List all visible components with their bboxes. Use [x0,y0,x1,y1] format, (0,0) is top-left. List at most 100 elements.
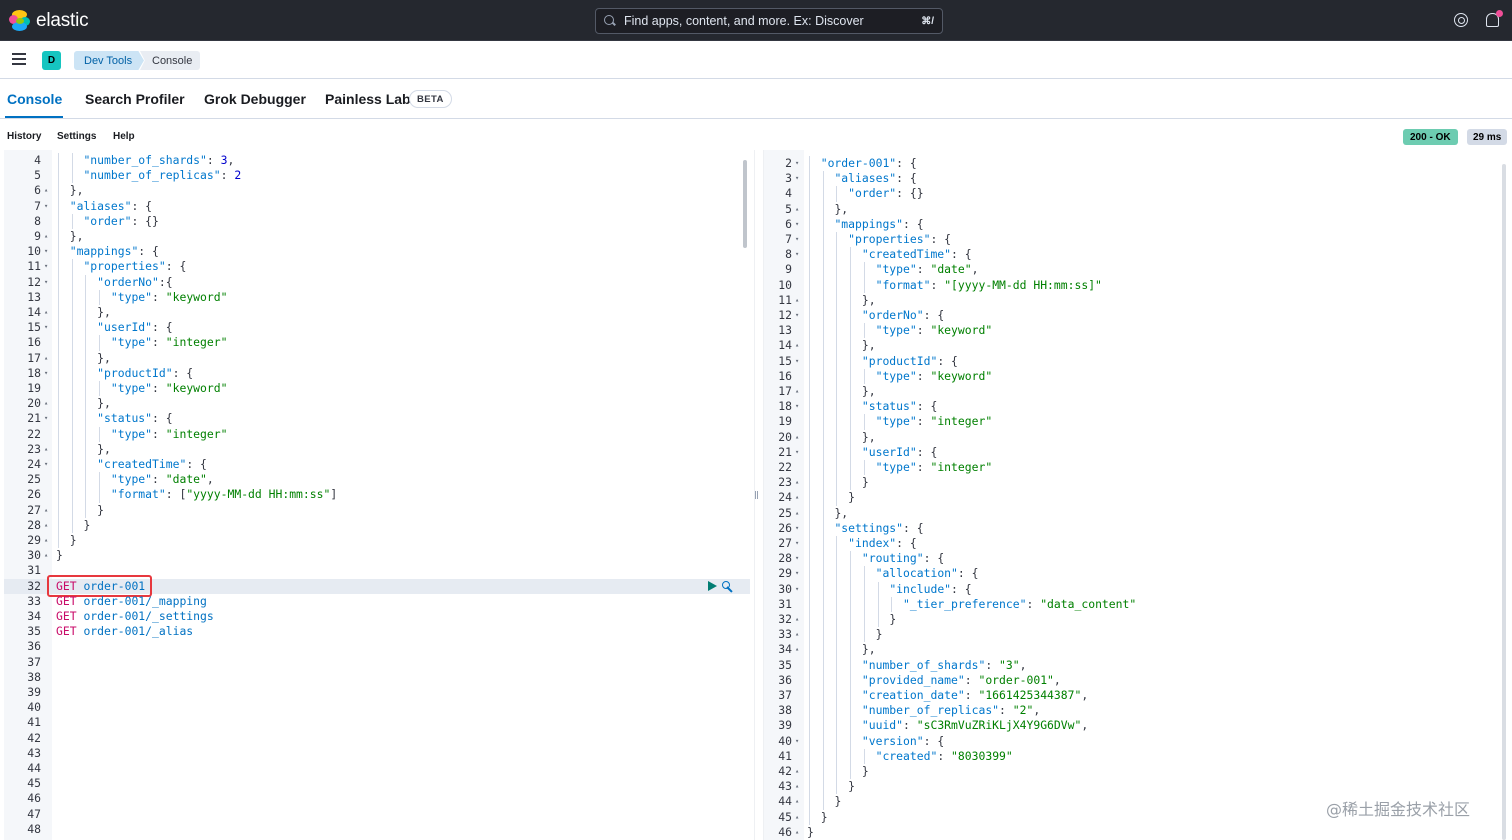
code-line[interactable]: 44 [4,761,754,776]
fold-open-icon[interactable]: ▾ [795,356,800,365]
code-line[interactable]: 22"type": "integer" [4,426,754,442]
code-line[interactable]: 17▴}, [4,350,754,366]
fold-close-icon[interactable]: ▴ [44,353,49,362]
fold-close-icon[interactable]: ▴ [44,444,49,453]
code-line[interactable]: 24▾"createdTime": { [4,457,754,473]
fold-open-icon[interactable]: ▾ [795,235,800,243]
code-line[interactable]: 5▴}, [764,201,1512,217]
code-line[interactable]: 41"created": "8030399" [764,748,1512,764]
fold-open-icon[interactable]: ▾ [44,247,49,256]
code-line[interactable]: 36 [4,639,754,654]
code-line[interactable]: 6▴}, [4,183,754,199]
code-line[interactable]: 38"number_of_replicas": "2", [764,703,1512,719]
fold-open-icon[interactable]: ▾ [795,447,800,456]
code-line[interactable]: 18▾"productId": { [4,365,754,381]
fold-open-icon[interactable]: ▾ [795,569,800,578]
fold-open-icon[interactable]: ▾ [795,174,800,183]
tab-console[interactable]: Console [7,91,63,107]
fold-close-icon[interactable]: ▴ [44,399,49,408]
code-line[interactable]: 37 [4,655,754,670]
fold-close-icon[interactable]: ▴ [795,432,800,441]
code-line[interactable]: 19"type": "keyword" [4,381,754,397]
code-line[interactable]: 34▴}, [764,642,1512,658]
code-line[interactable]: 8"order": {} [4,213,754,229]
fold-close-icon[interactable]: ▴ [795,645,800,654]
elastic-logo[interactable]: elastic [9,10,89,32]
fold-close-icon[interactable]: ▴ [44,308,49,316]
fold-close-icon[interactable]: ▴ [44,551,49,560]
fold-close-icon[interactable]: ▴ [795,782,800,791]
code-line[interactable]: 40▾"version": { [764,733,1512,749]
code-line[interactable]: 16"type": "integer" [4,335,754,351]
fold-close-icon[interactable]: ▴ [795,493,800,502]
code-line[interactable]: 42 [4,731,754,746]
fold-close-icon[interactable]: ▴ [44,186,49,195]
fold-open-icon[interactable]: ▾ [795,250,800,259]
fold-open-icon[interactable]: ▾ [795,402,800,411]
code-line[interactable]: 30▾"include": { [764,581,1512,597]
fold-close-icon[interactable]: ▴ [795,204,800,213]
code-line[interactable]: 30▴} [4,548,754,563]
code-line[interactable]: 27▴} [4,502,754,518]
code-line[interactable]: 31 [4,563,754,578]
code-line[interactable]: 45▴} [764,809,1512,825]
code-line[interactable]: 35"number_of_shards": "3", [764,657,1512,673]
code-line[interactable]: 21▾"status": { [4,411,754,427]
code-line[interactable]: 19"type": "integer" [764,414,1512,430]
code-line[interactable]: 9"type": "date", [764,262,1512,278]
panel-resizer[interactable] [754,150,764,840]
code-line[interactable]: 37"creation_date": "1661425344387", [764,688,1512,704]
fold-open-icon[interactable]: ▾ [44,323,49,332]
fold-open-icon[interactable]: ▾ [795,311,800,319]
code-line[interactable]: 43▴} [764,779,1512,795]
fold-close-icon[interactable]: ▴ [795,508,800,517]
code-line[interactable]: 46▴} [764,825,1512,840]
fold-open-icon[interactable]: ▾ [795,219,800,228]
fold-open-icon[interactable]: ▾ [44,201,49,210]
code-line[interactable]: 42▴} [764,764,1512,780]
fold-open-icon[interactable]: ▾ [795,584,800,593]
fold-close-icon[interactable]: ▴ [795,767,800,775]
tab-search-profiler[interactable]: Search Profiler [85,91,185,107]
fold-open-icon[interactable]: ▾ [795,539,800,547]
code-line[interactable]: 20▴}, [764,429,1512,445]
fold-close-icon[interactable]: ▴ [795,615,800,623]
code-line[interactable]: 41 [4,715,754,730]
code-line[interactable]: 11▴}, [764,292,1512,308]
help-icon[interactable] [1454,13,1468,27]
code-line[interactable]: 12▾"orderNo": { [764,308,1512,324]
fold-open-icon[interactable]: ▾ [795,159,800,167]
fold-close-icon[interactable]: ▴ [795,341,800,350]
code-line[interactable]: 10"format": "[yyyy-MM-dd HH:mm:ss]" [764,277,1512,293]
code-line[interactable]: 47 [4,807,754,822]
fold-open-icon[interactable]: ▾ [44,460,49,468]
settings-button[interactable]: Settings [57,131,97,142]
global-search[interactable]: ⌘/ [595,8,943,34]
code-line[interactable]: 4"number_of_shards": 3, [4,153,754,169]
code-line[interactable]: 32▴} [764,612,1512,628]
fold-close-icon[interactable]: ▴ [795,295,800,304]
code-line[interactable]: 25▴}, [764,505,1512,521]
request-editor-scrollbar[interactable] [743,160,747,248]
fold-close-icon[interactable]: ▴ [795,797,800,806]
code-line[interactable]: 7▾"properties": { [764,232,1512,248]
code-line[interactable]: 13"type": "keyword" [764,323,1512,339]
fold-close-icon[interactable]: ▴ [795,387,800,395]
code-line[interactable]: 3▾"aliases": { [764,171,1512,187]
code-line[interactable]: 21▾"userId": { [764,444,1512,460]
code-line[interactable]: 15▾"productId": { [764,353,1512,369]
code-line[interactable]: 15▾"userId": { [4,320,754,336]
code-line[interactable]: 10▾"mappings": { [4,244,754,260]
response-editor[interactable]: 2▾"order-001": {3▾"aliases": {4"order": … [764,150,1512,840]
fold-open-icon[interactable]: ▾ [795,736,800,745]
tab-painless-lab[interactable]: Painless Lab [325,91,411,107]
code-line[interactable]: 45 [4,776,754,791]
newsfeed-icon[interactable] [1486,13,1499,27]
code-line[interactable]: 16"type": "keyword" [764,368,1512,384]
menu-icon[interactable] [12,53,26,65]
space-avatar[interactable]: D [42,51,61,70]
response-editor-scrollbar[interactable] [1502,164,1506,840]
code-line[interactable]: 39 [4,685,754,700]
